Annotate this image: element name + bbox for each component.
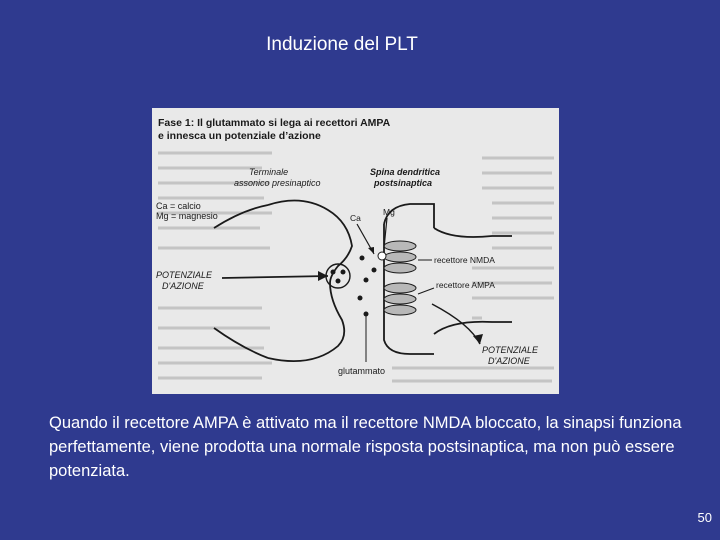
- ap-in-label-line1: POTENZIALE: [156, 270, 213, 280]
- terminal-label-line2: assonico presinaptico: [234, 178, 321, 188]
- spine-label-line2: postsinaptica: [373, 178, 432, 188]
- synapse-diagram: Fase 1: Il glutammato si lega ai recetto…: [152, 108, 559, 394]
- glutamate-molecule: [364, 278, 369, 283]
- glutamate-molecule: [336, 279, 341, 284]
- slide-title: Induzione del PLT: [0, 34, 684, 56]
- glutamate-molecule: [372, 268, 377, 273]
- calcium-arrowhead: [368, 247, 374, 254]
- spine-label-line1: Spina dendritica: [370, 167, 440, 177]
- page-number: 50: [698, 510, 712, 525]
- nmda-label: recettore NMDA: [434, 255, 495, 265]
- axon-upper-edge: [214, 205, 268, 228]
- ap-in-label-line2: D'AZIONE: [162, 281, 205, 291]
- incoming-action-potential-arrow: [222, 276, 328, 278]
- glutamate-molecule: [341, 270, 346, 275]
- phase-title-line2: e innesca un potenziale d’azione: [158, 130, 321, 142]
- slide-caption: Quando il recettore AMPA è attivato ma i…: [49, 411, 689, 483]
- ap-out-label-line2: D'AZIONE: [488, 356, 531, 366]
- ampa-label-line: [418, 288, 434, 294]
- ap-out-label-line1: POTENZIALE: [482, 345, 539, 355]
- ampa-label: recettore AMPA: [436, 280, 495, 290]
- glutamate-molecule: [360, 256, 365, 261]
- synapse-figure: Fase 1: Il glutammato si lega ai recetto…: [152, 108, 559, 394]
- legend-mg: Mg = magnesio: [156, 211, 218, 221]
- dendrite-lower-edge: [434, 322, 512, 334]
- ampa-receptor: [384, 283, 416, 315]
- legend-ca: Ca = calcio: [156, 201, 201, 211]
- terminal-label-line1: Terminale: [249, 167, 288, 177]
- ion-ca-label: Ca: [350, 213, 361, 223]
- synaptic-vesicle: [326, 264, 350, 288]
- phase-title-line1: Fase 1: Il glutammato si lega ai recetto…: [158, 117, 391, 129]
- glutamate-molecule: [358, 296, 363, 301]
- glutamate-molecule: [331, 270, 336, 275]
- axon-lower-edge: [214, 328, 268, 358]
- glutamate-label: glutammato: [338, 366, 385, 376]
